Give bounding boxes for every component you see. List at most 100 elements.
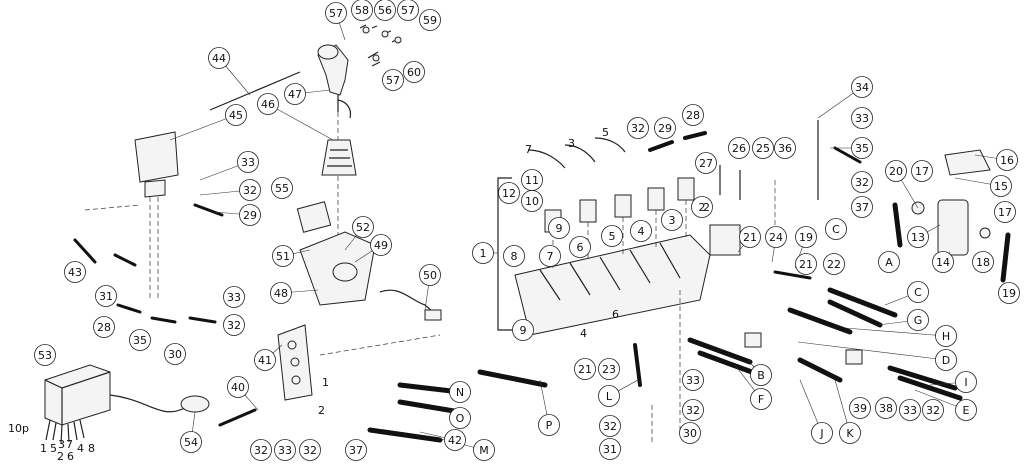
callout-number: 8 [511,250,518,263]
callout-circle [728,137,750,159]
callout-c30b: 30 [679,422,701,444]
callout-number: C [832,223,840,236]
callout-circle [129,329,151,351]
callout-circle [180,431,202,453]
callout-number: 13 [911,231,925,244]
callout-number: 35 [133,334,147,347]
callout-c60: 60 [403,61,425,83]
callout-c33c: 33 [274,439,296,461]
callout-number: 5 [609,230,616,243]
label-l3p: 3 [58,438,65,451]
callout-number: D [942,354,950,367]
callout-cM: M [473,439,495,461]
label-l5p: 5 [50,442,57,455]
pilot-tubes [527,131,707,169]
callout-c9b: 9 [512,319,534,341]
leader-line-c45 [169,114,237,141]
callout-c37a: 37 [345,439,367,461]
callout-number: 1 [480,247,487,260]
callout-number: 17 [998,206,1012,219]
callout-c21c: 21 [574,358,596,380]
callout-cA: A [878,251,900,273]
callout-cJ: J [811,422,833,444]
callout-circle [996,149,1018,171]
callout-number: 51 [276,250,290,263]
callout-c15: 15 [990,175,1012,197]
label-l2p: 2 [57,450,64,463]
callout-circle [370,234,392,256]
callout-circle [627,117,649,139]
callout-c33f: 33 [899,399,921,421]
callout-circle [654,117,676,139]
callout-c51: 51 [272,245,294,267]
label-l4: 4 [580,327,587,340]
callout-number: 37 [855,201,869,214]
leader-line-cD [797,341,947,361]
callout-c24: 24 [765,226,787,248]
callout-c42: 42 [444,429,466,451]
callout-circle [512,319,534,341]
callout-circle [374,0,396,21]
callout-circle [270,282,292,304]
callout-c48: 48 [270,282,292,304]
callout-number: 32 [254,444,268,457]
callout-circle [878,251,900,273]
callout-number: 56 [378,4,392,17]
callout-c28b: 28 [682,104,704,126]
callout-number: 29 [658,122,672,135]
callout-circle [630,220,652,242]
callout-c32i: 32 [922,399,944,421]
callout-circle [998,282,1020,304]
callout-circle [752,137,774,159]
callout-number: 28 [686,109,700,122]
callout-c11: 11 [521,169,543,191]
callout-circle [750,388,772,410]
callout-c10: 10 [521,190,543,212]
callout-circle [599,438,621,460]
callout-c21b: 21 [795,253,817,275]
cable-harness [379,289,441,319]
callout-circle [239,179,261,201]
callout-c58: 58 [351,0,373,21]
callout-c46: 46 [257,93,279,115]
callout-circle [851,196,873,218]
callout-circle [419,9,441,31]
callout-c32h: 32 [599,415,621,437]
callout-circle [254,349,276,371]
callout-c28a: 28 [93,316,115,338]
callout-circle [849,397,871,419]
joystick-handle [317,44,352,250]
callout-number: L [606,390,613,403]
callout-number: M [479,444,489,457]
label-l1p: 1 [40,442,47,455]
callout-cC1: C [825,218,847,240]
callout-number: 43 [68,266,82,279]
callout-c57b: 57 [397,0,419,21]
callout-number: 45 [229,109,243,122]
callout-number: O [456,412,465,425]
callout-circle [935,325,957,347]
callout-cH: H [935,325,957,347]
callout-c17b: 17 [994,201,1016,223]
callout-c6a: 6 [569,236,591,258]
callout-c36: 36 [774,137,796,159]
joystick-buttons [359,24,402,67]
callout-c7a: 7 [539,245,561,267]
filter-assembly [892,149,1011,283]
callout-number: 21 [743,231,757,244]
directional-valve [277,324,441,401]
callout-number: 20 [889,165,903,178]
callout-number: 32 [855,176,869,189]
callout-circle [239,204,261,226]
callout-c25: 25 [752,137,774,159]
callout-circle [774,137,796,159]
callout-circle [449,381,471,403]
callout-number: 30 [683,427,697,440]
callout-number: 16 [1000,154,1014,167]
callout-c18: 18 [972,251,994,273]
callout-circle [682,399,704,421]
callout-number: 28 [97,321,111,334]
callout-circle [899,399,921,421]
callout-circle [765,226,787,248]
callout-circle [498,182,520,204]
